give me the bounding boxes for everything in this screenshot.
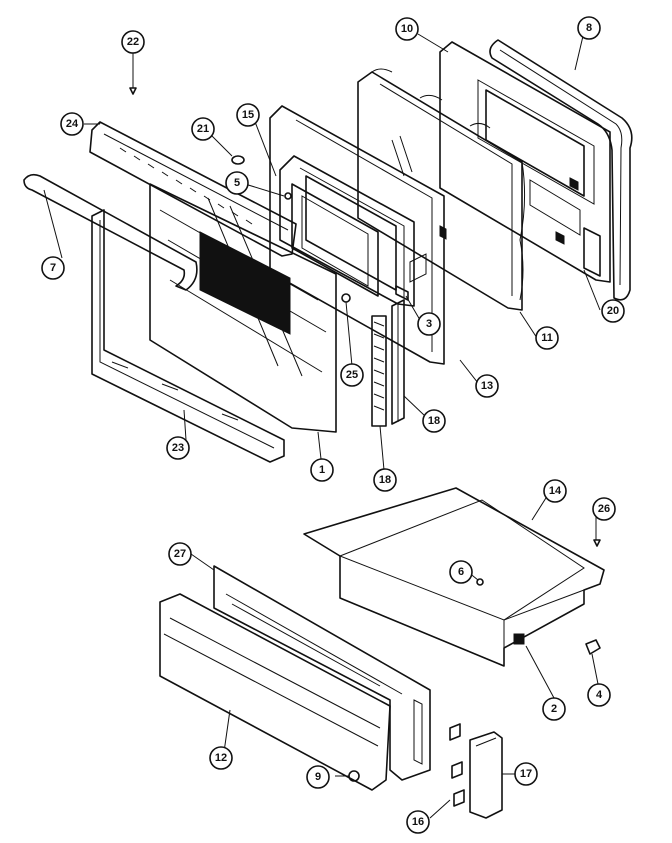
drawer-tray-part (303, 487, 605, 667)
callout-c7: 7 (41, 256, 65, 280)
callout-label: 24 (66, 118, 79, 130)
door-gasket-part (489, 39, 633, 301)
callout-c21: 21 (191, 117, 215, 141)
door-inner-frame-part (439, 41, 611, 283)
door-plug-part (231, 155, 245, 165)
door-window-screen-part (199, 231, 291, 335)
trim-screw-part (284, 192, 292, 200)
callout-c17: 17 (514, 762, 538, 786)
callout-c3: 3 (417, 312, 441, 336)
callout-label: 12 (215, 752, 227, 764)
callout-c4: 4 (587, 683, 611, 707)
callout-label: 9 (315, 771, 321, 783)
window-frame-part (279, 155, 415, 307)
drawer-screw-part (476, 578, 484, 586)
callout-c14: 14 (543, 479, 567, 503)
callout-label: 4 (596, 689, 603, 701)
callout-label: 15 (242, 109, 254, 121)
door-insulation-part (357, 68, 526, 311)
callout-label: 18 (379, 474, 391, 486)
callout-c13: 13 (475, 374, 499, 398)
callout-c26: 26 (592, 497, 616, 521)
callout-label: 8 (586, 22, 592, 34)
callout-c27: 27 (168, 542, 192, 566)
callout-label: 13 (481, 380, 493, 392)
inner-glass-panel-part (269, 105, 447, 365)
callout-label: 26 (598, 503, 610, 515)
callout-label: 17 (520, 768, 532, 780)
callout-label: 23 (172, 442, 184, 454)
callout-label: 6 (458, 566, 464, 578)
door-clip-part (395, 285, 409, 301)
callout-c5: 5 (225, 171, 249, 195)
callout-label: 14 (549, 485, 562, 497)
drawer-roller-part (513, 633, 525, 645)
trim-top-screw-part (129, 87, 137, 95)
callout-label: 11 (541, 332, 553, 344)
callout-c25: 25 (340, 363, 364, 387)
callout-label: 18 (428, 415, 440, 427)
leader-lines (43, 33, 601, 819)
callout-c2: 2 (542, 697, 566, 721)
callout-label: 5 (234, 177, 240, 189)
callout-c1: 1 (310, 458, 334, 482)
callout-c22: 22 (121, 30, 145, 54)
drawer-front-panel-part (159, 593, 391, 791)
door-bracket-part (583, 227, 601, 277)
callout-label: 1 (319, 464, 325, 476)
callout-c18b: 18 (373, 468, 397, 492)
door-vent-strip-part (371, 315, 387, 427)
callout-label: 20 (607, 305, 619, 317)
callout-c8: 8 (577, 16, 601, 40)
callout-c16: 16 (406, 810, 430, 834)
callout-c10: 10 (395, 17, 419, 41)
drawer-side-screw-part (593, 539, 601, 547)
callout-label: 21 (197, 123, 209, 135)
drawer-back-panel-part (213, 565, 431, 781)
callout-label: 25 (346, 369, 358, 381)
callout-c6: 6 (449, 560, 473, 584)
callout-label: 16 (412, 816, 424, 828)
callout-label: 7 (50, 262, 56, 274)
callout-label: 22 (127, 36, 139, 48)
door-screw-part (341, 293, 351, 303)
callout-label: 2 (551, 703, 557, 715)
door-top-trim-part (89, 121, 297, 257)
callout-label: 3 (426, 318, 432, 330)
door-hinge-strip-part (391, 299, 405, 425)
callout-c20: 20 (601, 299, 625, 323)
callout-c24: 24 (60, 112, 84, 136)
drawer-glide-part (585, 639, 601, 655)
callout-c23: 23 (166, 436, 190, 460)
door-handle-part (23, 173, 198, 291)
callout-label: 10 (401, 23, 413, 35)
callout-c9: 9 (306, 765, 330, 789)
callout-c15: 15 (236, 103, 260, 127)
callout-c11: 11 (535, 326, 559, 350)
drawer-side-cover-part (469, 731, 503, 819)
callout-label: 27 (174, 548, 186, 560)
drawer-clip-part (449, 723, 465, 807)
callout-c12: 12 (209, 746, 233, 770)
outer-door-frame-part (91, 209, 285, 463)
callout-c18a: 18 (422, 409, 446, 433)
